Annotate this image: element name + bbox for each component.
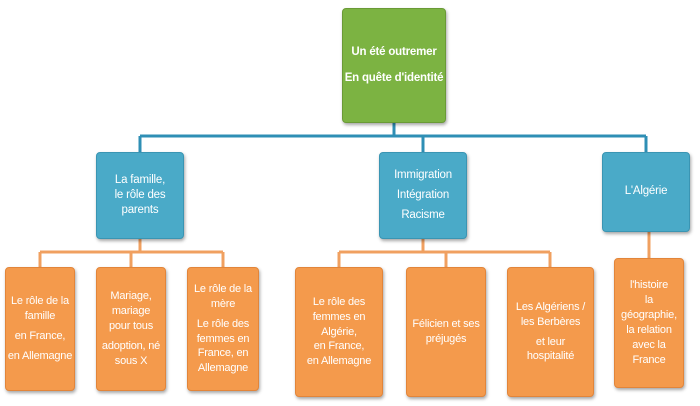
detail-line: avec la <box>632 338 666 351</box>
detail-line: France <box>632 353 666 366</box>
theme-line: Intégration <box>396 188 450 201</box>
detail-line: Allemagne <box>197 362 249 375</box>
theme-line: Immigration <box>394 168 452 181</box>
theme-node-immigration: Immigration Intégration Racisme <box>379 152 467 239</box>
detail-line: géographie, <box>621 309 677 322</box>
detail-node-femmes-algerie: Le rôle des femmes en Algérie, en France… <box>295 267 383 397</box>
detail-line: Mariage, <box>110 290 152 303</box>
theme-line: parents <box>121 204 159 217</box>
detail-node-famille-france-allemagne: Le rôle de la famille en France, en Alle… <box>5 267 75 391</box>
detail-line: en France, <box>313 340 365 353</box>
detail-line: pour tous <box>108 320 154 333</box>
detail-line: Algérie, <box>321 325 357 338</box>
detail-line: Le rôle des <box>312 295 366 308</box>
detail-line: femmes en <box>312 310 366 323</box>
detail-line: hospitalité <box>526 350 575 363</box>
detail-line: Le rôle de la <box>11 295 69 308</box>
detail-line: en Allemagne <box>306 355 372 368</box>
detail-line: mariage <box>111 305 151 318</box>
detail-line: Félicien et ses <box>412 318 480 331</box>
detail-line: adoption, né <box>101 339 161 352</box>
detail-node-histoire-geographie: l'histoire la géographie, la relation av… <box>614 258 684 388</box>
detail-line: sous X <box>114 354 148 367</box>
detail-line: Le rôle de la <box>194 282 252 295</box>
detail-node-felicien-prejuges: Félicien et ses préjugés <box>406 267 486 397</box>
detail-line: Le rôle des <box>196 317 250 330</box>
detail-line: préjugés <box>425 333 467 345</box>
theme-line: le rôle des <box>114 188 166 201</box>
theme-line: La famille, <box>114 173 166 186</box>
detail-line: et leur <box>535 335 566 348</box>
theme-line: Racisme <box>401 209 445 222</box>
detail-line: la relation <box>626 324 672 336</box>
detail-line: famille <box>24 310 56 323</box>
detail-node-mariage: Mariage, mariage pour tous adoption, né … <box>96 267 166 391</box>
detail-line: la <box>644 294 654 307</box>
detail-line: en Allemagne <box>7 349 73 362</box>
detail-line: l'histoire <box>629 279 668 292</box>
detail-line: France, en <box>197 347 249 360</box>
root-subtitle: En quête d'identité <box>344 71 444 84</box>
detail-line: Les Algériens / <box>515 300 586 313</box>
detail-node-role-mere: Le rôle de la mère Le rôle des femmes en… <box>187 267 259 391</box>
detail-line: mère <box>210 297 236 310</box>
detail-node-algeriens-berberes: Les Algériens / les Berbères et leur hos… <box>507 267 594 397</box>
theme-node-famille: La famille, le rôle des parents <box>96 152 184 239</box>
detail-line: les Berbères <box>520 315 581 328</box>
root-title: Un été outremer <box>351 46 437 59</box>
theme-node-algerie: L'Algérie <box>602 152 690 232</box>
root-node: Un été outremer En quête d'identité <box>342 8 446 123</box>
theme-line: L'Algérie <box>624 185 668 198</box>
detail-line: femmes en <box>196 332 250 345</box>
detail-line: en France, <box>14 330 66 342</box>
